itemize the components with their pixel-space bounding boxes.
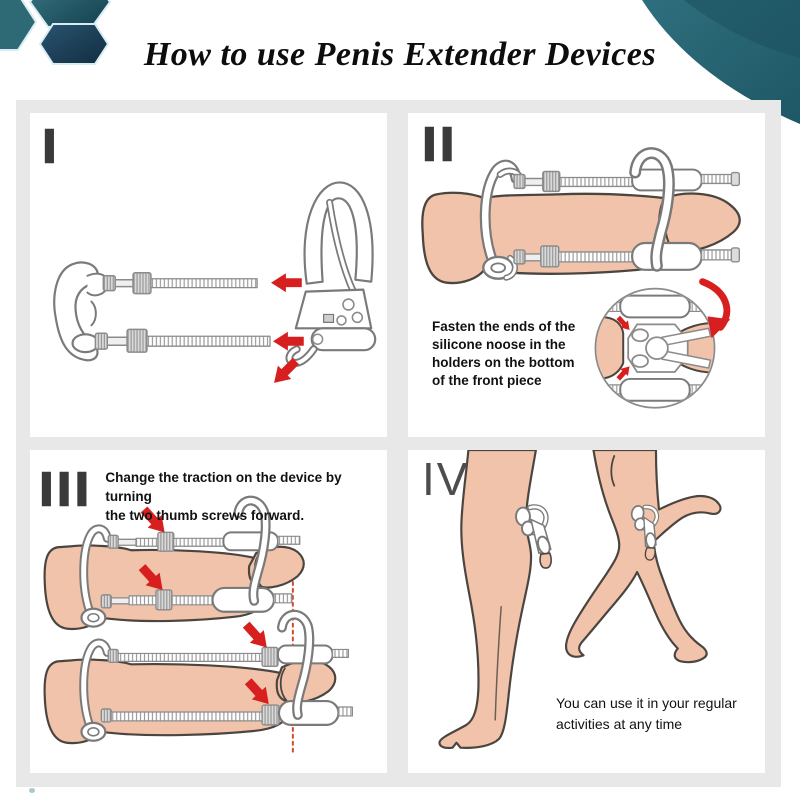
panel-4-numeral: IV	[422, 452, 470, 505]
page-title: How to use Penis Extender Devices	[143, 36, 657, 73]
instruction-grid: I	[16, 100, 781, 787]
panel-step-3: III Change the traction on the device by…	[30, 449, 387, 773]
panel-step-4: IV You can use it in your regular activi…	[408, 449, 765, 773]
panel-step-1: I	[30, 113, 387, 437]
caption-line: You can use it in your regular	[556, 694, 737, 711]
hexagon-cluster-icon	[0, 0, 112, 65]
caption-line: Fasten the ends of the	[432, 319, 576, 334]
panel-3-numeral: III	[39, 462, 94, 515]
corner-swoosh-icon	[642, 0, 800, 124]
panel-2-numeral: II	[422, 118, 459, 170]
caption-line: silicone noose in the	[432, 337, 566, 352]
caption-line: the two thumb screws forward.	[105, 507, 305, 523]
caption-line: activities at any time	[556, 715, 683, 732]
panel-1-numeral: I	[42, 120, 61, 172]
caption-line: Change the traction on the device by tur…	[105, 469, 342, 504]
panel-3-caption: Change the traction on the device by tur…	[105, 466, 387, 525]
panel-3-header: III Change the traction on the device by…	[39, 462, 387, 525]
panel-2-illustration-device-worn	[421, 147, 741, 409]
teal-speck-decoration	[29, 788, 35, 793]
caption-line: of the front piece	[432, 373, 542, 388]
panel-1-illustration-disassembled-device	[53, 181, 377, 383]
panel-4-caption: You can use it in your regular activitie…	[556, 693, 737, 735]
panel-step-2: II Fasten the ends of the silicone noose…	[408, 113, 765, 437]
panel-2-caption: Fasten the ends of the silicone noose in…	[432, 318, 575, 390]
panel-3-illustration-traction-adjust	[43, 495, 353, 757]
caption-line: holders on the bottom	[432, 355, 575, 370]
panel-4-illustration-daily-activity	[438, 449, 722, 749]
